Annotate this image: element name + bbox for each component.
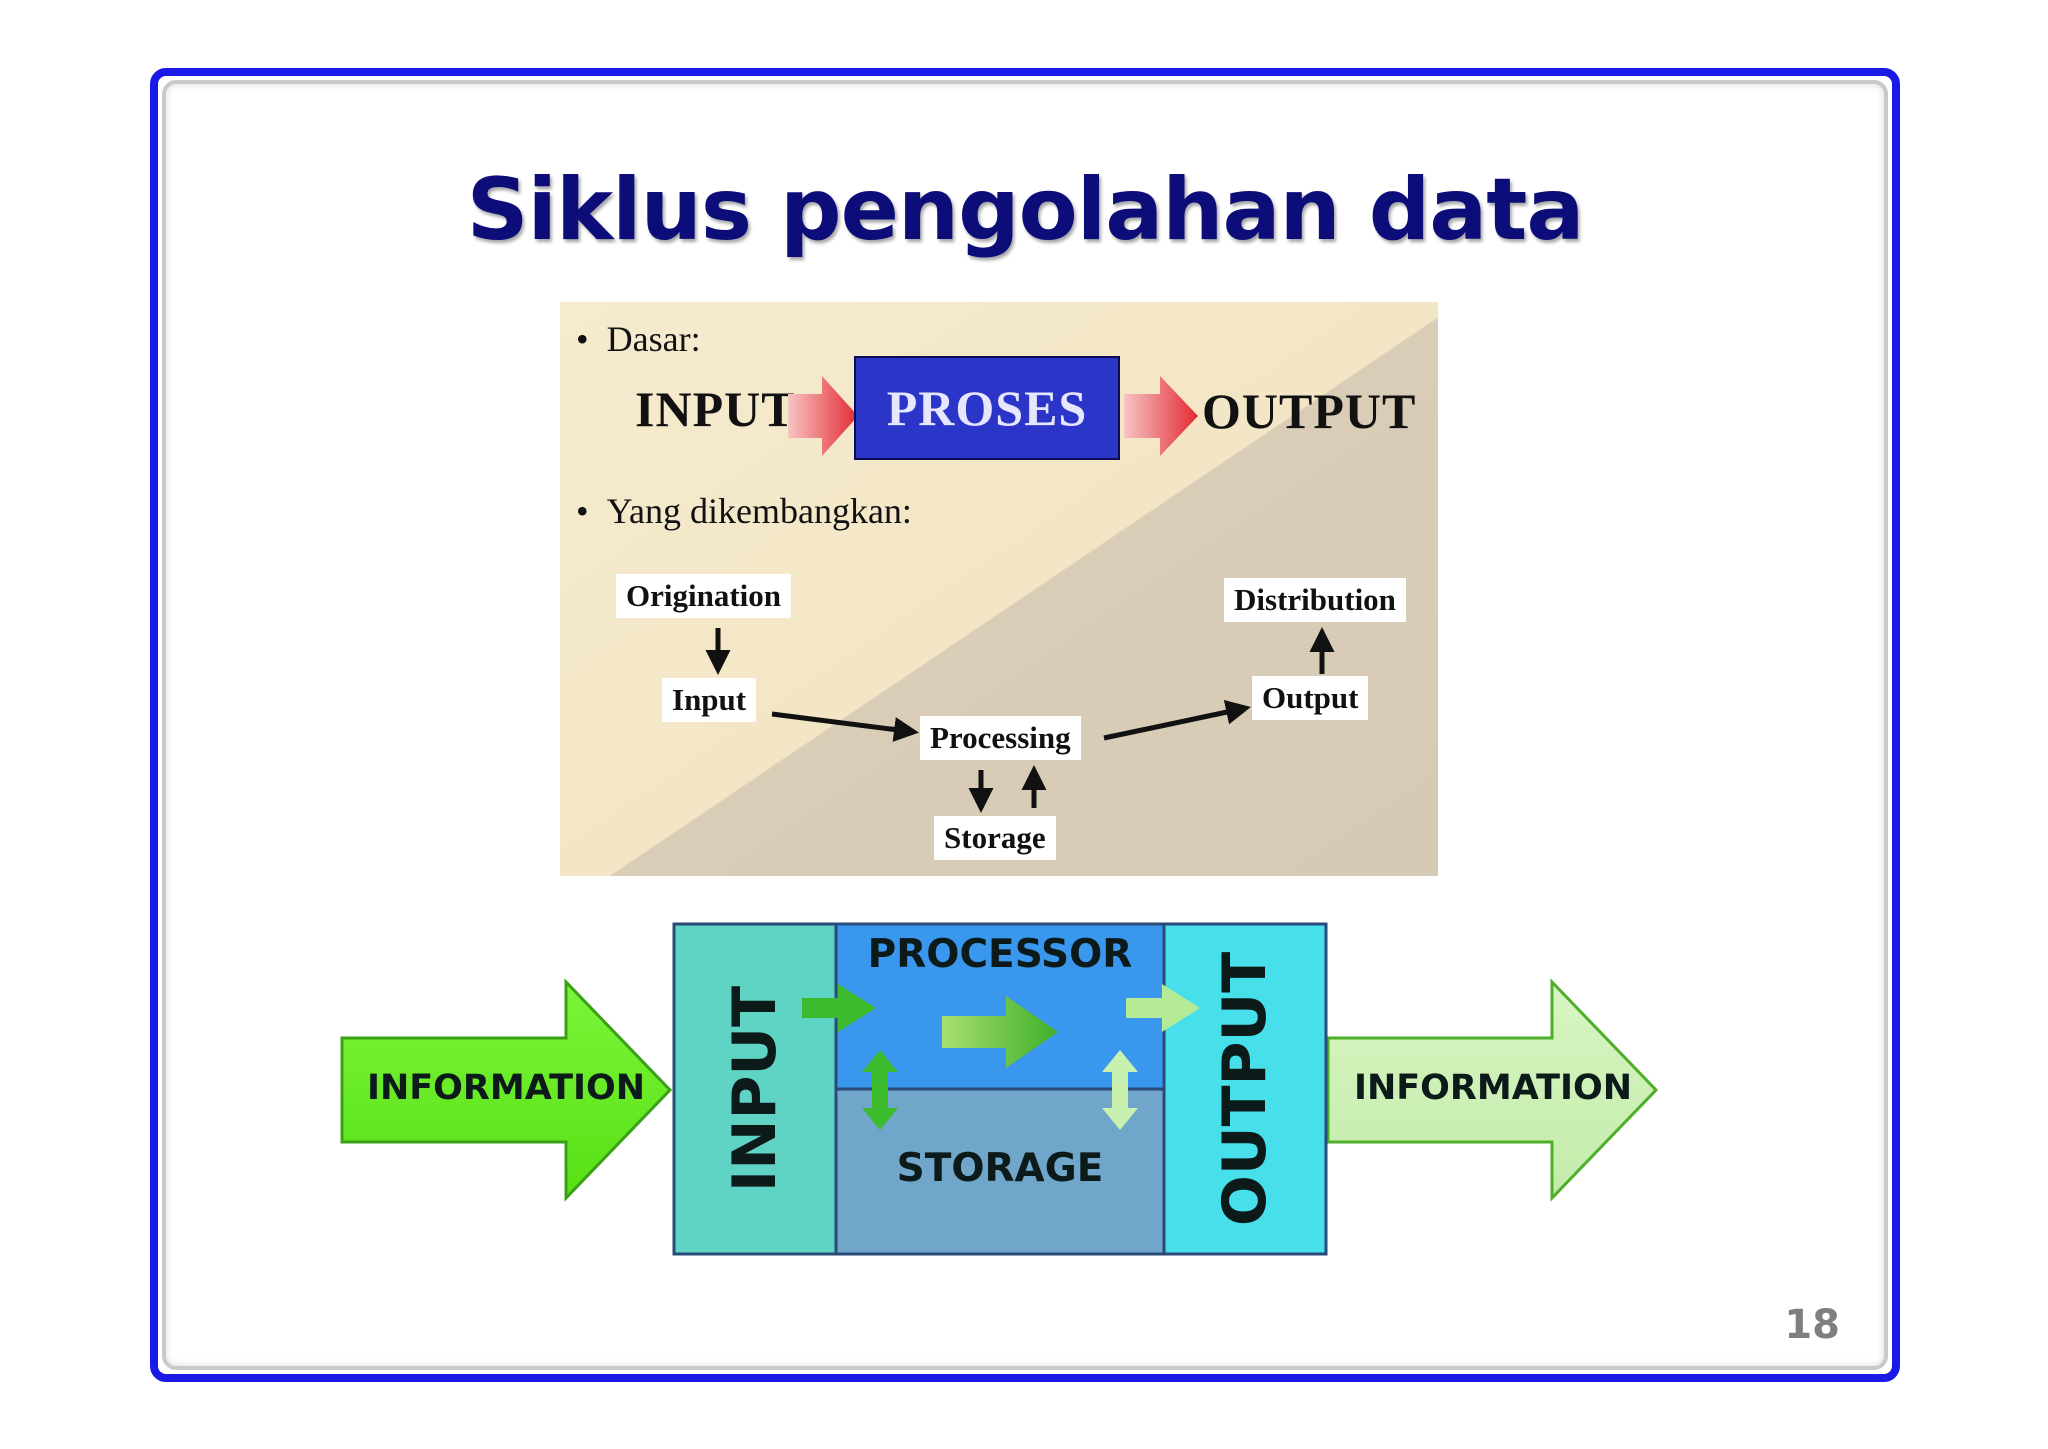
- arrow-input-to-processing: [771, 711, 919, 742]
- processor-storage-arrow-right: [1102, 1050, 1138, 1130]
- processing-label: Processing: [920, 716, 1081, 760]
- red-arrow-input-process: [788, 376, 858, 456]
- input-block-label: INPUT: [720, 985, 790, 1193]
- output-block-label: OUTPUT: [1210, 951, 1280, 1227]
- processor-to-output-arrow: [1126, 984, 1200, 1032]
- storage-label: STORAGE: [896, 1146, 1104, 1191]
- red-arrow-process-output: [1124, 376, 1198, 456]
- information-in-arrow: [340, 978, 673, 1202]
- extended-flow-arrows: [705, 627, 1335, 813]
- slide-inner-border: [162, 80, 1888, 1370]
- processor-block: [834, 922, 1166, 1091]
- output-label: Output: [1252, 676, 1369, 720]
- arrow-processing-to-output: [1103, 699, 1251, 741]
- bullet-basic-label: Dasar:: [606, 319, 701, 359]
- basic-output-label: OUTPUT: [1202, 383, 1417, 439]
- input-to-processor-arrow: [802, 984, 876, 1032]
- processor-label: PROCESSOR: [867, 932, 1133, 977]
- information-out-arrow: [1326, 978, 1659, 1202]
- information-in-label: INFORMATION: [366, 1068, 646, 1108]
- page-number: 18: [1784, 1302, 1840, 1348]
- input-label: Input: [662, 678, 757, 722]
- input-block: [672, 922, 838, 1256]
- output-block: [1162, 922, 1328, 1256]
- basic-input-label: INPUT: [635, 381, 796, 437]
- origination-label: Origination: [616, 574, 792, 618]
- bullet-extended: • Yang dikembangkan:: [576, 490, 912, 532]
- processor-storage-arrow-left: [862, 1050, 898, 1130]
- storage-label: Storage: [934, 816, 1056, 860]
- bullet-dot: •: [576, 319, 607, 359]
- bullet-dot: •: [576, 491, 607, 531]
- processing-cycle-image: • Dasar: INPUT PROSES OUTPUT • Yang dike…: [560, 302, 1438, 876]
- process-box: PROSES: [854, 356, 1120, 460]
- slide-title: Siklus pengolahan data: [466, 160, 1585, 260]
- information-out-label: INFORMATION: [1353, 1068, 1633, 1108]
- bullet-basic: • Dasar:: [576, 318, 701, 360]
- processing-flow-arrow: [942, 996, 1058, 1068]
- basic-arrows: [788, 376, 1198, 456]
- distribution-label: Distribution: [1224, 578, 1406, 622]
- bullet-extended-label: Yang dikembangkan:: [606, 491, 912, 531]
